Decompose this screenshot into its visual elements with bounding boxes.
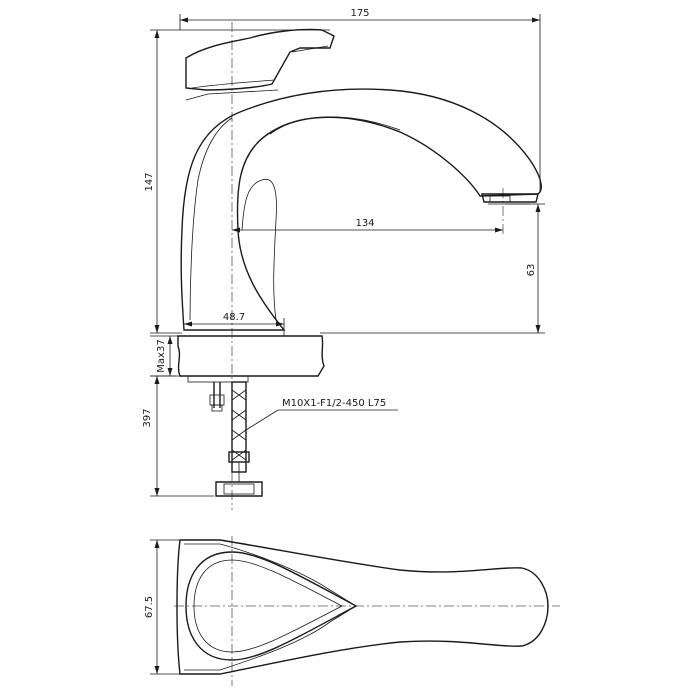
hose-spec-callout: M10X1-F1/2-450 L75 [245, 398, 398, 431]
countertop-section [177, 335, 325, 377]
dimension-overall-width: 175 [179, 8, 541, 192]
hose-spec-label: M10X1-F1/2-450 L75 [282, 398, 386, 409]
faucet-body [180, 88, 542, 331]
dimension-body-width: 48.7 [184, 312, 285, 336]
top-view-lever [185, 551, 358, 661]
dimension-spout-reach-value: 134 [355, 218, 374, 229]
dimension-spout-height-value: 63 [526, 264, 537, 277]
dimension-hose-length-value: 397 [142, 408, 153, 427]
dimension-overall-width-value: 175 [350, 8, 369, 19]
side-elevation: 175 147 [142, 8, 545, 510]
lever-handle [185, 28, 335, 91]
top-view: 67.5 [144, 536, 560, 686]
top-view-outline [176, 539, 549, 675]
dimension-counter-thickness-value: Max37 [156, 339, 167, 372]
dimension-overall-height-value: 147 [144, 172, 155, 191]
mounting-stud [187, 375, 249, 412]
braided-hose [215, 381, 263, 497]
dimension-overall-height: 147 [144, 29, 330, 334]
dimension-spout-reach: 134 [232, 218, 503, 233]
dimension-body-width-value: 48.7 [223, 312, 245, 323]
dimension-top-view-width: 67.5 [144, 539, 180, 675]
dimension-counter-thickness: Max37 [150, 335, 180, 377]
dimension-spout-height: 63 [320, 203, 545, 334]
dimension-top-view-width-value: 67.5 [144, 596, 155, 618]
dimension-hose-length: 397 [142, 375, 214, 497]
